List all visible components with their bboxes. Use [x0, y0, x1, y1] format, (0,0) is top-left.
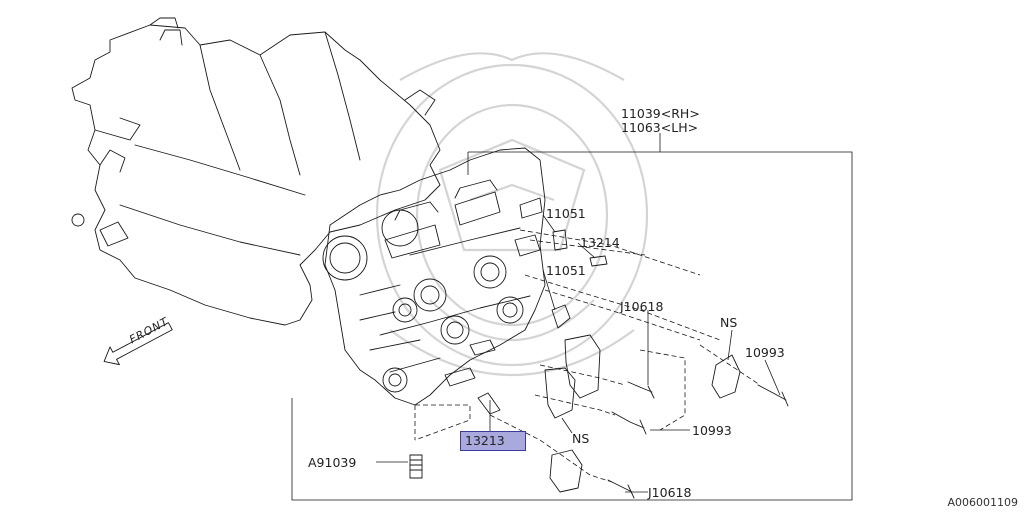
watermark-emblem [375, 52, 649, 376]
label-11063-lh: 11063<LH> [621, 120, 699, 135]
label-11051-upper[interactable]: 11051 [546, 206, 586, 221]
label-11051-lower[interactable]: 11051 [546, 263, 586, 278]
label-13214[interactable]: 13214 [580, 235, 620, 250]
bolts [607, 381, 789, 499]
stud-a91039 [409, 454, 423, 479]
callout-frame [291, 133, 853, 501]
camshaft-caps [544, 334, 741, 493]
label-10993-lower[interactable]: 10993 [692, 423, 732, 438]
diagram-code: A006001109 [947, 496, 1018, 509]
engine-block [71, 17, 441, 326]
label-ns-lower: NS [572, 431, 590, 446]
label-ns-right: NS [720, 315, 738, 330]
cylinder-head [322, 147, 546, 406]
label-j10618-lower[interactable]: J10618 [648, 485, 692, 500]
dowel-13214 [589, 255, 608, 267]
leader-lines [376, 214, 781, 493]
label-j10618-upper[interactable]: J10618 [620, 299, 664, 314]
label-13213-highlighted[interactable]: 13213 [460, 431, 526, 451]
dowel-13213 [477, 392, 501, 415]
front-arrow [103, 322, 173, 366]
label-10993-right[interactable]: 10993 [745, 345, 785, 360]
label-a91039[interactable]: A91039 [308, 455, 357, 470]
plug-11051-lower [551, 304, 571, 329]
label-11039-rh: 11039<RH> [621, 106, 700, 121]
small-parts [409, 229, 608, 479]
assembly-lines [414, 229, 761, 483]
plug-11051-upper [552, 229, 568, 251]
